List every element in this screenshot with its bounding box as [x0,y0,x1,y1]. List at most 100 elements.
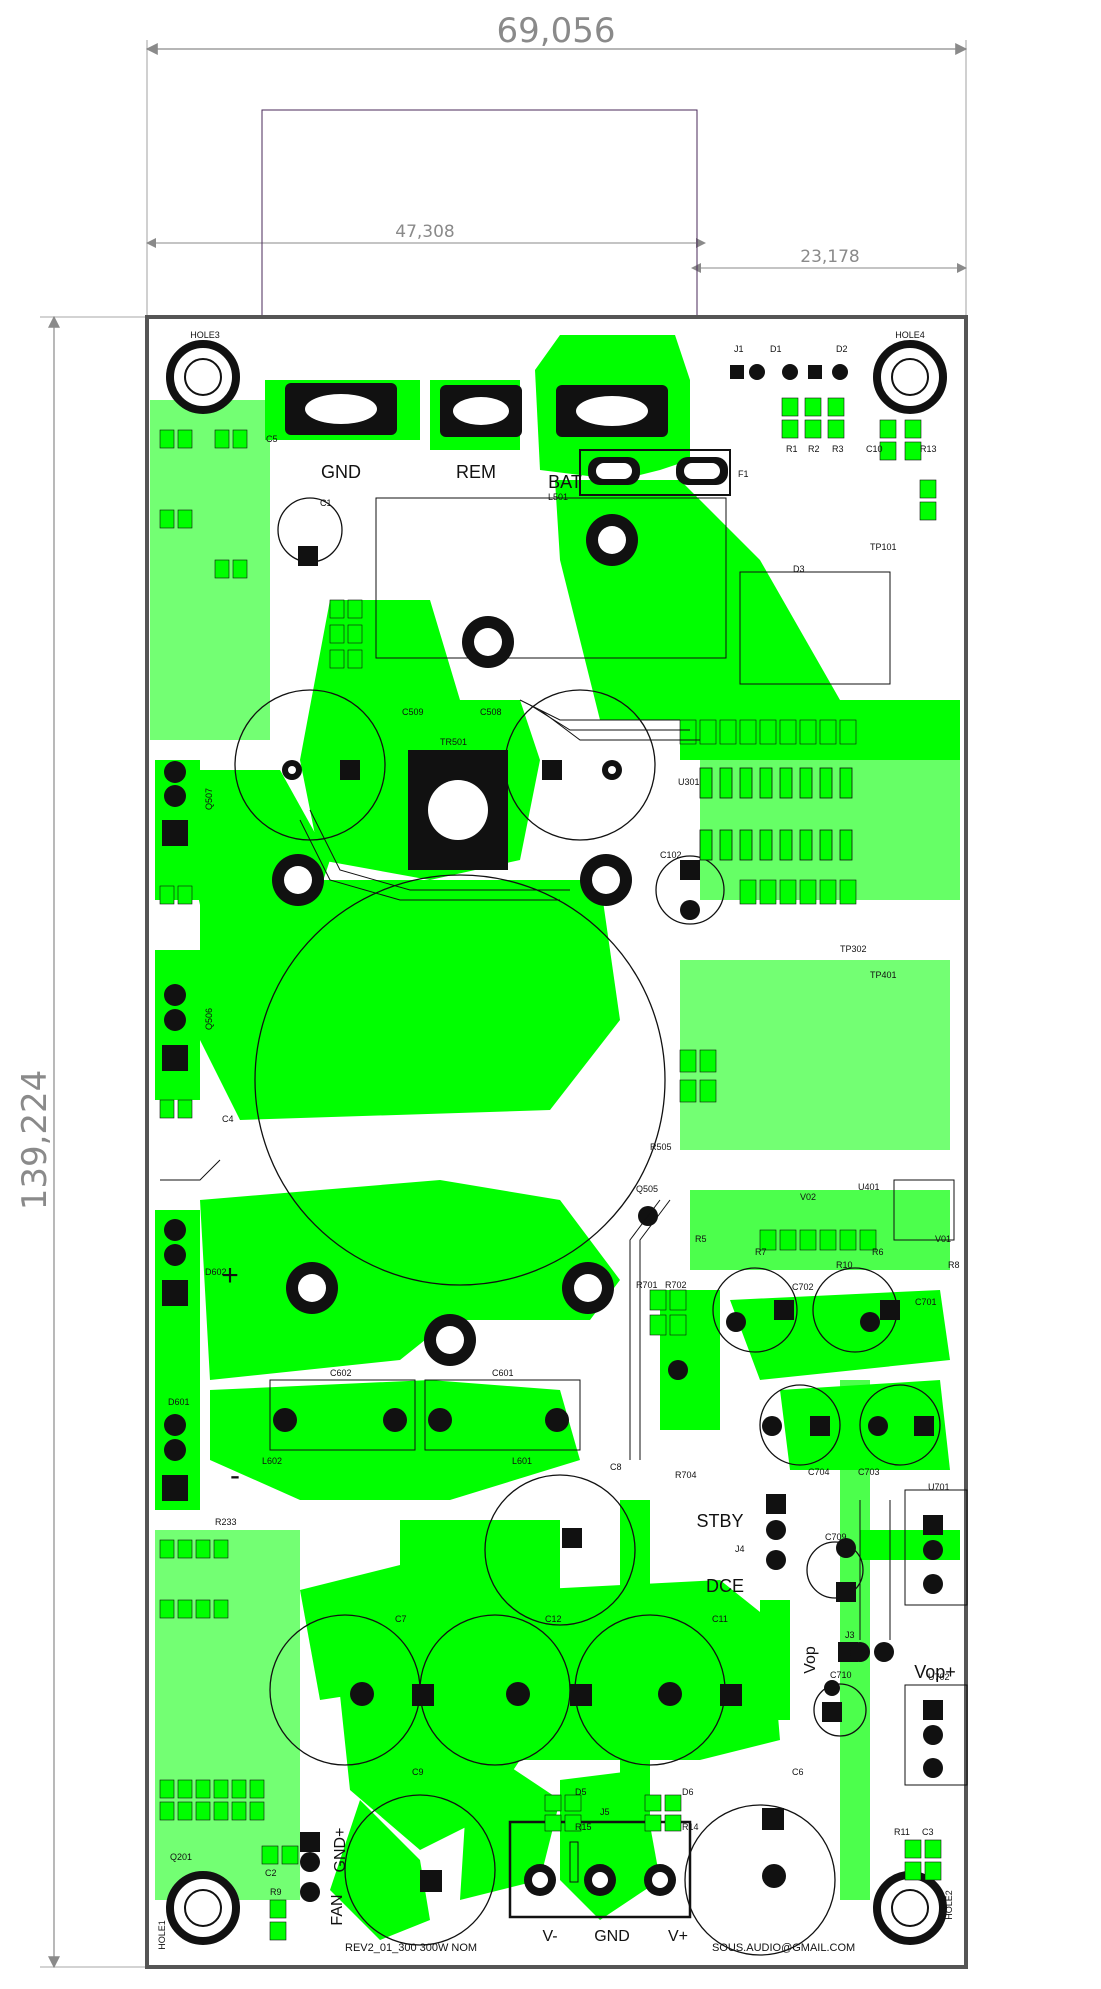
designator-q505: Q505 [636,1184,658,1194]
dce-label: DCE [706,1576,744,1596]
dim-overall-width-label: 69,056 [497,11,616,51]
designator-c7: C7 [395,1614,407,1624]
bat-label: BAT [548,472,582,492]
designator-r6: R6 [872,1247,884,1257]
designator-r13: R13 [920,444,937,454]
pad-drills [288,766,668,1888]
designator-r704: R704 [675,1470,697,1480]
gnd-label: GND [321,462,361,482]
hole1-label: HOLE1 [157,1920,167,1950]
vop-label: Vop [802,1646,819,1674]
thin-traces [160,699,891,1640]
v-minus-label: V- [542,1928,557,1945]
hole2-label: HOLE2 [944,1890,954,1920]
designator-c704: C704 [808,1467,830,1477]
designator-c509: C509 [402,707,424,717]
gnd-plus-label: GND+ [332,1828,349,1873]
designator-l601: L601 [512,1456,532,1466]
designator-q506: Q506 [204,1008,214,1030]
designator-r15: R15 [575,1822,592,1832]
designator-c102: C102 [660,850,682,860]
vop-plus-label: Vop+ [914,1662,956,1682]
designator-r2: R2 [808,444,820,454]
designator-l501: L501 [548,492,568,502]
designator-c12: C12 [545,1614,562,1624]
designator-j3: J3 [845,1630,855,1640]
designator-d601: D601 [168,1397,190,1407]
designator-r505: R505 [650,1142,672,1152]
designator-c703: C703 [858,1467,880,1477]
designator-c702: C702 [792,1282,814,1292]
designator-u702: U702 [928,1672,950,1682]
designator-u701: U701 [928,1482,950,1492]
designator-c1: C1 [320,498,332,508]
designator-c10: C10 [866,444,883,454]
designator-r233: R233 [215,1517,237,1527]
revision-label: REV2_01_300 300W NOM [345,1942,477,1954]
smd-pads [159,397,942,1941]
designator-u301: U301 [678,777,700,787]
designator-r11: R11 [894,1827,910,1837]
designator-c6: C6 [792,1767,804,1777]
designator-u401: U401 [858,1182,880,1192]
designator-q201: Q201 [170,1852,192,1862]
component-pads [162,364,943,1902]
designator-tp101: TP101 [870,542,897,552]
designator-c602: C602 [330,1368,352,1378]
designator-j4: J4 [735,1544,745,1554]
designator-l602: L602 [262,1456,282,1466]
hole1 [166,1871,240,1945]
designator-c508: C508 [480,707,502,717]
designator-c9: C9 [412,1767,424,1777]
power-connector-pads [285,383,731,496]
designator-r10: R10 [836,1260,853,1270]
dimension-overall-width: 69,056 [145,11,968,320]
designator-c709: C709 [825,1532,847,1542]
designator-v02: V02 [800,1192,816,1202]
designator-j1: J1 [734,344,744,354]
designator-d5: D5 [575,1787,587,1797]
designator-d2: D2 [836,344,848,354]
dimension-height: 139,224 [15,315,147,1969]
rem-label: REM [456,462,496,482]
designator-f1: F1 [738,469,749,479]
designator-c601: C601 [492,1368,514,1378]
designator-c2: C2 [265,1868,277,1878]
designator-r14: R14 [682,1822,699,1832]
designator-c3: C3 [922,1827,934,1837]
designator-c4: C4 [222,1114,234,1124]
dim-inner-width-label: 47,308 [395,222,454,242]
minus-sign: - [230,1459,240,1492]
dimension-inner-width: 47,308 [146,222,706,248]
stby-label: STBY [696,1511,743,1531]
designator-v01: V01 [935,1234,951,1244]
mounting-holes [166,340,947,1945]
designator-r3: R3 [832,444,844,454]
designator-c710: C710 [830,1670,852,1680]
designator-r8: R8 [948,1260,960,1270]
designator-q507: Q507 [204,788,214,810]
hole3 [166,340,240,414]
designator-r702: R702 [665,1280,687,1290]
gnd-bottom-label: GND [594,1928,630,1945]
designator-r1: R1 [786,444,798,454]
dim-height-label: 139,224 [15,1070,55,1211]
designator-tp302: TP302 [840,944,867,954]
silkscreen-labels: GND REM BAT STBY DCE Vop+ Vop FAN GND+ V… [157,330,960,1954]
hole3-label: HOLE3 [190,330,220,340]
designator-d3: D3 [793,564,805,574]
large-vias [272,514,638,1366]
hole4-label: HOLE4 [895,330,925,340]
hole4 [873,340,947,414]
designator-r9: R9 [270,1887,282,1897]
heatsink-outline [261,109,698,351]
designator-c5: C5 [266,434,278,444]
designator-r701: R701 [636,1280,658,1290]
dim-right-offset-label: 23,178 [800,247,859,267]
email-label: SOUS.AUDIO@GMAIL.COM [712,1942,855,1954]
silkscreen-blocks [269,497,968,1919]
designator-j5: J5 [600,1807,610,1817]
designator-r7: R7 [755,1247,767,1257]
designator-d1: D1 [770,344,782,354]
hole2 [873,1871,947,1945]
